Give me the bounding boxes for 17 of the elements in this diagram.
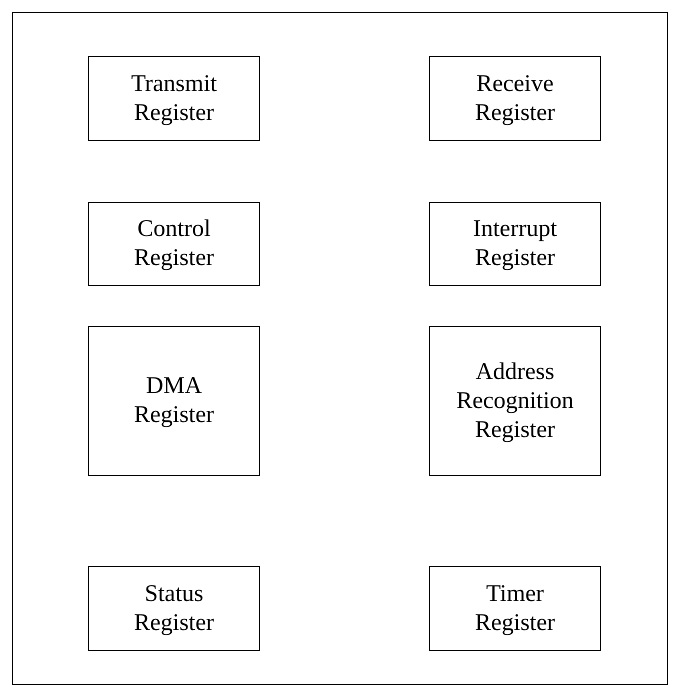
register-box <box>429 202 601 286</box>
register-box <box>429 56 601 141</box>
register-box <box>88 202 260 286</box>
register-box <box>88 566 260 651</box>
register-label: Control Register <box>133 215 215 273</box>
register-label: DMA Register <box>133 372 215 430</box>
register-box <box>429 326 601 476</box>
register-box <box>88 56 260 141</box>
register-label: Receive Register <box>474 70 556 128</box>
register-label: Interrupt Register <box>472 215 558 273</box>
register-box <box>429 566 601 651</box>
register-box <box>88 326 260 476</box>
register-label: Status Register <box>133 580 215 638</box>
register-label: Address Recognition Register <box>455 358 575 444</box>
register-label: Transmit Register <box>130 70 218 128</box>
register-label: Timer Register <box>474 580 556 638</box>
outer-frame <box>12 12 668 685</box>
